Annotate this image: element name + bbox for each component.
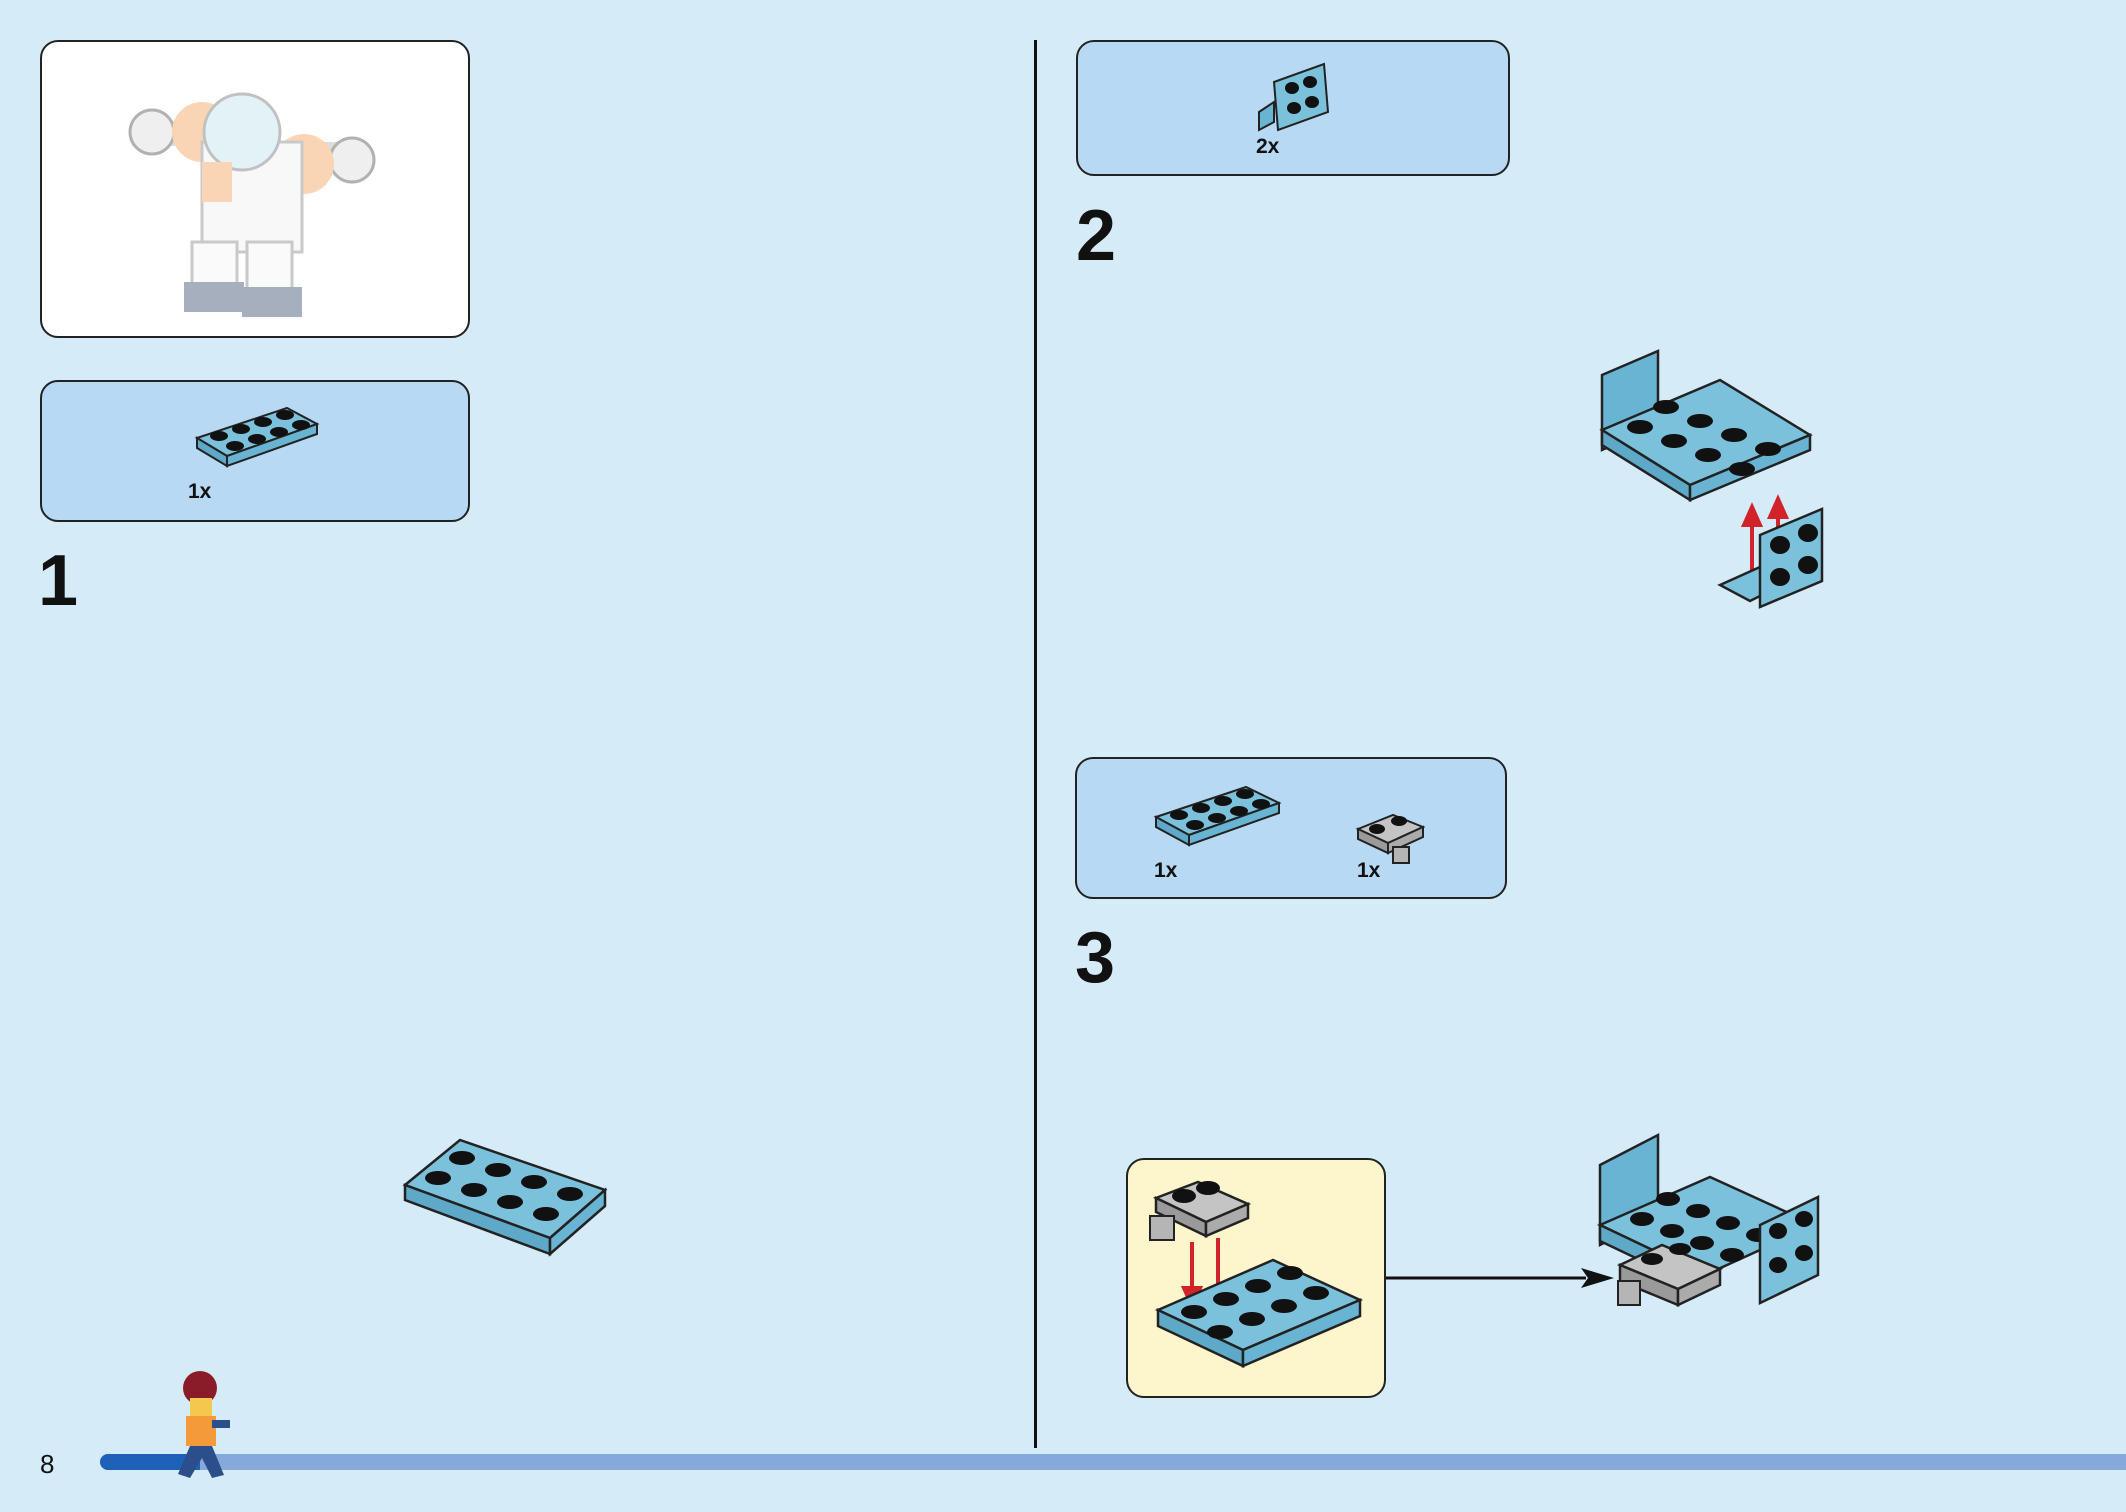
part-quantity: 1x xyxy=(1357,859,1381,882)
sub-assembly-icon xyxy=(1149,1180,1364,1368)
finished-model-preview xyxy=(40,40,470,338)
step-number-2: 2 xyxy=(1076,196,1117,276)
step1-assembly-plate-icon xyxy=(402,1138,608,1257)
parts-box-step2: 2x xyxy=(1076,40,1510,176)
page-number: 8 xyxy=(40,1449,55,1479)
step2-assembly-icon xyxy=(1599,349,1824,609)
step-number-1: 1 xyxy=(38,541,79,621)
plate-2x4-blue-icon xyxy=(194,406,320,468)
page-divider xyxy=(1034,40,1037,1448)
robot-model-icon xyxy=(128,92,376,317)
attach-arrow-icon xyxy=(1386,1268,1614,1288)
plate-2x4-blue-icon xyxy=(1153,785,1282,847)
step-number-3: 3 xyxy=(1075,918,1116,998)
part-quantity: 1x xyxy=(188,480,212,503)
part-quantity: 2x xyxy=(1256,135,1280,158)
parts-box-step3: 1x 1x xyxy=(1075,757,1507,899)
plate-with-clip-grey-icon xyxy=(1355,813,1426,864)
parts-box-step1: 1x xyxy=(40,380,470,522)
bracket-blue-icon xyxy=(1258,62,1330,132)
progress-fill xyxy=(100,1454,200,1470)
running-minifigure-icon xyxy=(178,1371,230,1478)
part-quantity: 1x xyxy=(1154,859,1178,882)
sub-assembly-callout xyxy=(1126,1158,1386,1398)
step3-assembly-icon xyxy=(1596,1132,1820,1307)
progress-track xyxy=(100,1454,2126,1470)
